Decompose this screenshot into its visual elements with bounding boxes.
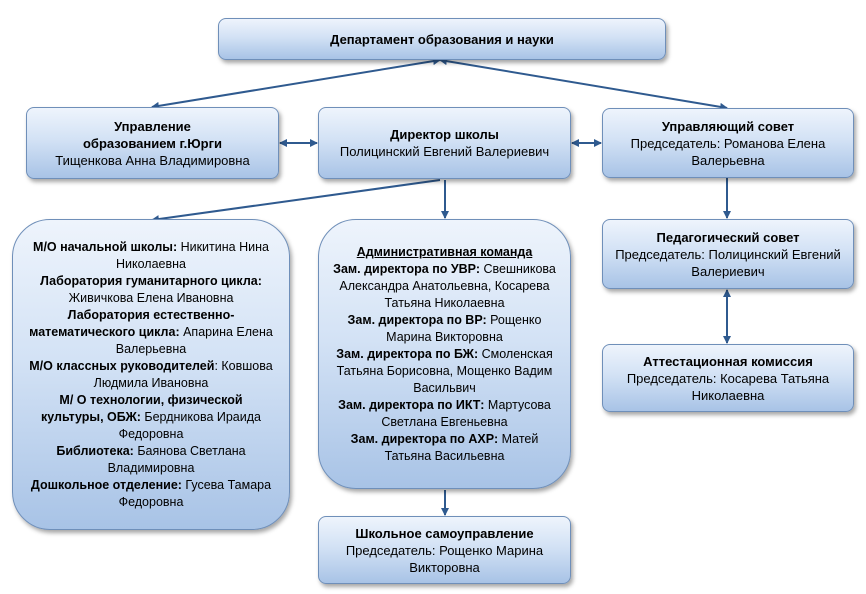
admin-team-item: Зам. директора по АХР: Матей Татьяна Вас… (350, 431, 539, 463)
departments-box: М/О начальной школы: Никитина Нина Никол… (12, 219, 290, 530)
admin-team-item: Зам. директора по ИКТ: Мартусова Светлан… (338, 397, 551, 429)
pedagogical-council-title: Педагогический совет (656, 229, 800, 245)
admin-team-title: Административная команда (356, 244, 533, 259)
departments-item: Дошкольное отделение: Гусева Тамара Федо… (30, 477, 272, 509)
admin-team-item: Зам. директора по ВР: Рощенко Марина Вик… (347, 312, 542, 344)
departments-item: М/О начальной школы: Никитина Нина Никол… (33, 239, 269, 271)
pedagogical-council-box: Педагогический совет Председатель: Полиц… (602, 219, 854, 289)
departments-item: Лаборатория гуманитарного цикла: Живичко… (40, 273, 262, 305)
student-government-person: Председатель: Рощенко Марина Викторовна (345, 542, 544, 575)
attestation-commission-box: Аттестационная комиссия Председатель: Ко… (602, 344, 854, 412)
admin-team-item: Зам. директора по БЖ: Смоленская Татьяна… (336, 346, 553, 395)
attestation-commission-title: Аттестационная комиссия (643, 353, 813, 369)
departments-item: М/ О технологии, физической культуры, ОБ… (41, 392, 261, 441)
arrow-director-departments (151, 179, 441, 223)
department-title: Департамент образования и науки (330, 31, 554, 47)
management-person: Тищенкова Анна Владимировна (55, 152, 250, 168)
departments-item: Лаборатория естественно-математического … (29, 307, 273, 356)
management-title-line2: образованием г.Юрги (82, 135, 223, 151)
governing-council-title: Управляющий совет (661, 118, 795, 134)
admin-team-item: Зам. директора по УВР: Свешникова Алекса… (333, 261, 556, 310)
director-title: Директор школы (390, 127, 499, 142)
arrow-department-management (151, 57, 441, 110)
departments-item: М/О классных руководителей: Ковшова Людм… (29, 358, 273, 390)
management-box: Управление образованием г.Юрги Тищенкова… (26, 107, 279, 179)
admin-team-box: Административная команда Зам. директора … (318, 219, 571, 489)
governing-council-box: Управляющий совет Председатель: Романова… (602, 108, 854, 178)
attestation-commission-person: Председатель: Косарева Татьяна Николаевн… (626, 370, 830, 403)
department-box: Департамент образования и науки (218, 18, 666, 60)
student-government-title: Школьное самоуправление (355, 525, 534, 541)
pedagogical-council-person: Председатель: Полицинский Евгений Валери… (615, 246, 841, 279)
governing-council-person: Председатель: Романова Елена Валерьевна (630, 135, 826, 168)
director-box: Директор школы Полицинский Евгений Валер… (318, 107, 571, 179)
director-person: Полицинский Евгений Валериевич (339, 144, 550, 159)
student-government-box: Школьное самоуправление Председатель: Ро… (318, 516, 571, 584)
arrow-department-council (439, 57, 728, 111)
departments-item: Библиотека: Баянова Светлана Владимировн… (56, 443, 246, 475)
management-title-line1: Управление (114, 118, 191, 134)
